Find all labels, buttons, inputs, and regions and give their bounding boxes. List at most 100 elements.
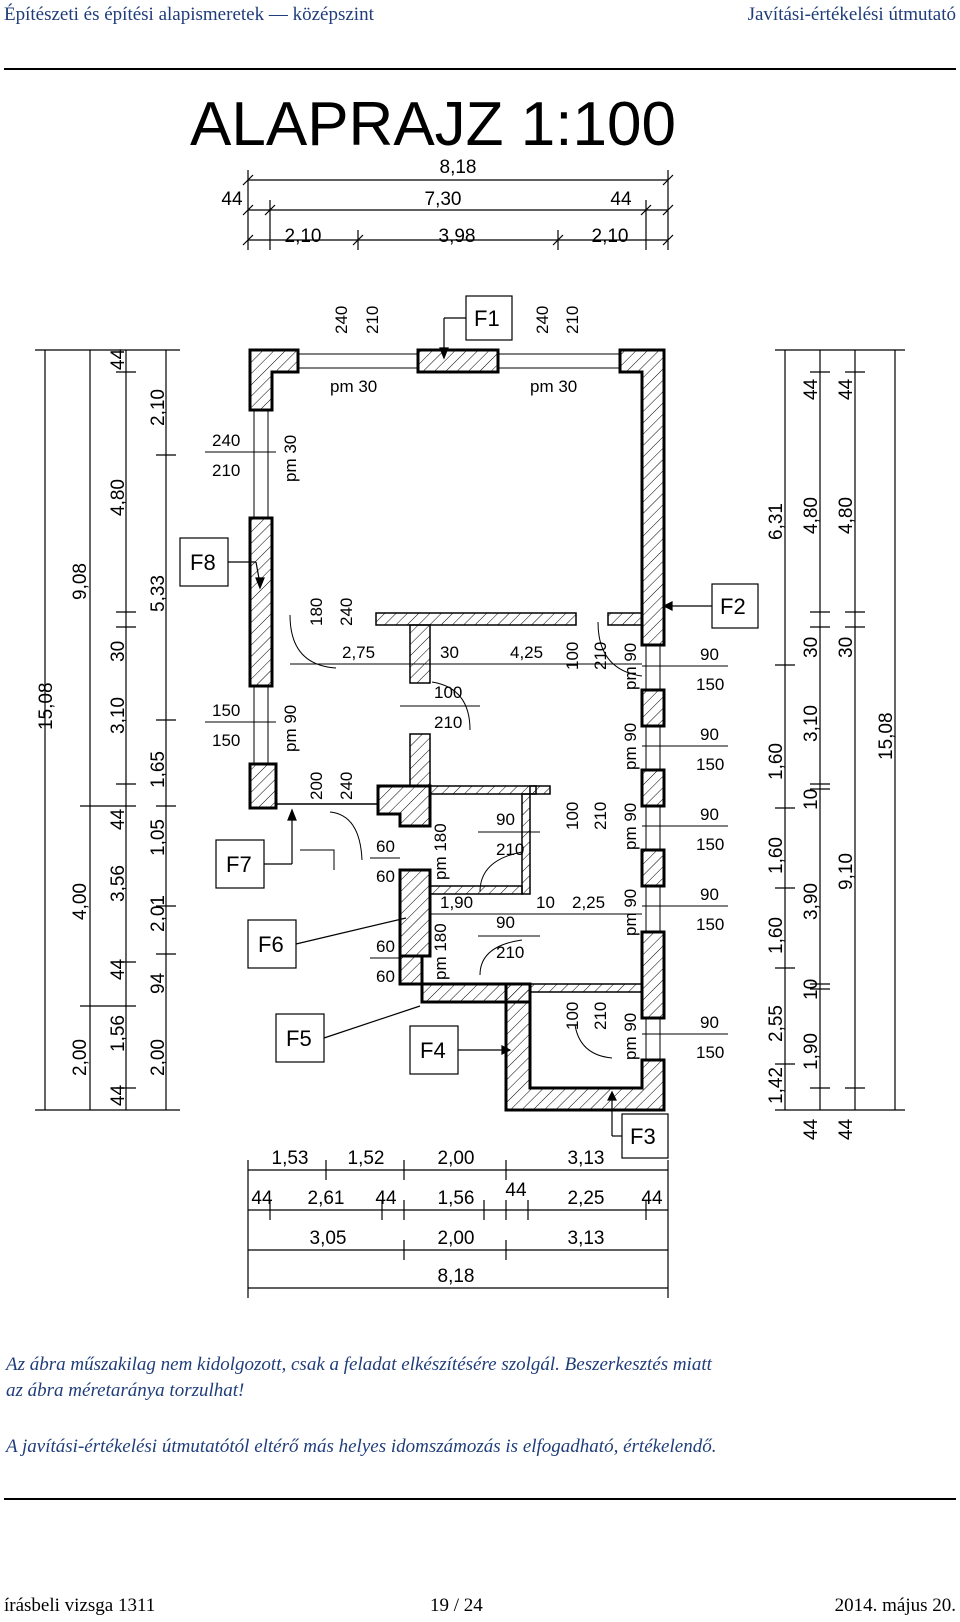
- header-right: Javítási-értékelési útmutató: [747, 4, 956, 25]
- left-dimension-lines: [35, 349, 180, 1111]
- inner-pm30-b: pm 30: [530, 377, 577, 396]
- left-col3-4: 44: [108, 808, 129, 830]
- inner-150-d: 150: [696, 755, 724, 774]
- left-col3-6: 30: [108, 641, 129, 662]
- bottom-row1-2: 2,00: [438, 1148, 475, 1169]
- bottom-row1-3: 3,13: [568, 1148, 605, 1169]
- inner-pm30-c: pm 30: [281, 435, 300, 482]
- label-f5: F5: [286, 1026, 312, 1051]
- inner-pm90-e: pm 90: [621, 889, 640, 936]
- inner-pm90-b: pm 90: [281, 705, 300, 752]
- inner-pm90-a: pm 90: [621, 643, 640, 690]
- bottom-row2-6: 44: [641, 1188, 663, 1209]
- inner-210-b: 210: [563, 306, 582, 334]
- right-col2-8: 44: [801, 378, 822, 400]
- left-col3-7: 4,80: [108, 479, 129, 516]
- inner-pm30-a: pm 30: [330, 377, 377, 396]
- inner-100-c: 100: [563, 802, 582, 830]
- top-dim-a: 2,10: [285, 226, 322, 247]
- bottom-row2-3: 1,56: [438, 1188, 475, 1209]
- f5-box: [275, 1013, 325, 1063]
- note-line-3: A javítási-értékelési útmutatótól eltérő…: [6, 1436, 717, 1457]
- inner-60-a: 60: [376, 837, 395, 856]
- inner-90-f: 90: [700, 885, 719, 904]
- note-line-2: az ábra méretaránya torzulhat!: [6, 1380, 245, 1401]
- right-col1-1: 2,55: [766, 1005, 787, 1042]
- inner-60-b: 60: [376, 867, 395, 886]
- top-dim-total: 8,18: [440, 157, 477, 178]
- right-col2-0: 44: [801, 1118, 822, 1140]
- inner-150-a: 150: [212, 701, 240, 720]
- left-col4-5: 5,33: [148, 575, 169, 612]
- right-leader-lines: [205, 451, 728, 1035]
- f2-box: [711, 583, 759, 629]
- left-col1-0: 15,08: [36, 682, 57, 730]
- left-col3-3: 3,56: [108, 865, 129, 902]
- right-col3-1: 9,10: [836, 853, 857, 890]
- bottom-row1-0: 1,53: [272, 1148, 309, 1169]
- inner-pm180-a: pm 180: [431, 823, 450, 880]
- bottom-row2-0: 44: [251, 1188, 273, 1209]
- header-left: Építészeti és építési alapismeretek — kö…: [4, 4, 374, 25]
- left-col4-2: 2,01: [148, 895, 169, 932]
- inner-d10: 10: [536, 893, 555, 912]
- inner-walls: [375, 612, 643, 993]
- right-dimension-lines: [775, 349, 905, 1111]
- inner-90-c: 90: [700, 645, 719, 664]
- inner-90-g: 90: [700, 1013, 719, 1032]
- top-dim-b: 3,98: [439, 226, 476, 247]
- inner-210-e: 210: [434, 713, 462, 732]
- top-dim-left: 44: [221, 189, 243, 210]
- footer-left: írásbeli vizsga 1311: [4, 1595, 156, 1616]
- inner-100-a: 100: [563, 642, 582, 670]
- right-col2-4: 10: [801, 789, 822, 810]
- right-col2-7: 4,80: [801, 497, 822, 534]
- inner-240-c: 240: [212, 431, 240, 450]
- label-f1: F1: [474, 306, 500, 331]
- inner-pm90-f: pm 90: [621, 1013, 640, 1060]
- inner-210-g: 210: [496, 943, 524, 962]
- footer-rule: [4, 1498, 956, 1500]
- right-col1-5: 6,31: [766, 503, 787, 540]
- inner-pm90-c: pm 90: [621, 723, 640, 770]
- right-col3-0: 44: [836, 1118, 857, 1140]
- right-col3-4: 44: [836, 378, 857, 400]
- label-f7: F7: [226, 852, 252, 877]
- inner-210-a: 210: [363, 306, 382, 334]
- right-col2-6: 30: [801, 637, 822, 658]
- bottom-row2-4: 44: [505, 1180, 527, 1201]
- left-col3-0: 44: [108, 1084, 129, 1106]
- inner-150-b: 150: [212, 731, 240, 750]
- inner-pm180-b: pm 180: [431, 923, 450, 980]
- inner-100-d: 100: [563, 1002, 582, 1030]
- left-col2-0: 2,00: [70, 1039, 91, 1076]
- inner-d275: 2,75: [342, 643, 375, 662]
- left-col3-1: 1,56: [108, 1015, 129, 1052]
- left-col4-1: 94: [148, 972, 169, 994]
- inner-100-b: 100: [434, 683, 462, 702]
- inner-240-e: 240: [337, 772, 356, 800]
- inner-d30: 30: [440, 643, 459, 662]
- bottom-row3-0: 3,05: [310, 1228, 347, 1249]
- inner-240-d: 240: [337, 598, 356, 626]
- inner-90-e: 90: [700, 805, 719, 824]
- f3-box: [621, 1113, 669, 1159]
- right-col1-4: 1,60: [766, 743, 787, 780]
- inner-d425: 4,25: [510, 643, 543, 662]
- bottom-row2-2: 44: [375, 1188, 397, 1209]
- floor-plan-drawing: ALAPRAJZ 1:100 8,18 44 7,30 44 2,10 3,98…: [35, 90, 905, 1298]
- label-f2: F2: [720, 594, 746, 619]
- inner-60-d: 60: [376, 967, 395, 986]
- left-col3-8: 44: [108, 348, 129, 370]
- top-dim-right: 44: [610, 189, 632, 210]
- left-col4-4: 1,65: [148, 751, 169, 788]
- right-col1-3: 1,60: [766, 837, 787, 874]
- inner-d190: 1,90: [440, 893, 473, 912]
- inner-210-c: 210: [212, 461, 240, 480]
- label-f3: F3: [630, 1124, 656, 1149]
- inner-210-d: 210: [591, 642, 610, 670]
- footer-date: 2014. május 20.: [834, 1595, 956, 1616]
- inner-240-b: 240: [533, 306, 552, 334]
- left-col2-1: 4,00: [70, 883, 91, 920]
- plan-title: ALAPRAJZ 1:100: [190, 90, 676, 159]
